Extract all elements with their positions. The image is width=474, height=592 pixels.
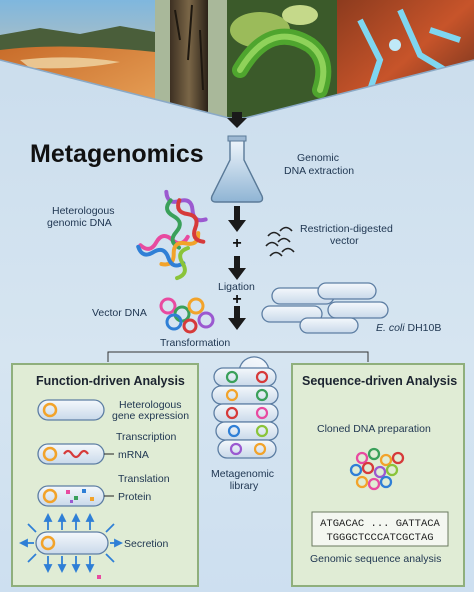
caterpillar-photo [227, 0, 337, 118]
function-panel-title: Function-driven Analysis [36, 374, 185, 388]
transcription-label: Transcription [116, 431, 176, 443]
genomic-dna-extraction-label: Genomic DNA extraction [284, 152, 354, 177]
vector-dna-plasmids-icon [159, 297, 215, 334]
translation-label: Translation [118, 473, 170, 485]
sequence-line-2: TGGGCTCCCATCGCTAG [326, 532, 433, 544]
hot-spring-photo [0, 0, 155, 118]
function-driven-panel: Function-driven Analysis Heterologous ge… [11, 363, 199, 587]
ecoli-cells-icon [261, 282, 389, 334]
sequence-box [311, 511, 449, 547]
secretion-label: Secretion [124, 538, 169, 550]
plus-sign-2: + [232, 291, 241, 308]
heterologous-genomic-dna-label: Heterologous genomic DNA [47, 205, 117, 229]
sequence-driven-panel: Sequence-driven Analysis Cloned DNA prep… [291, 363, 465, 587]
protein-icon [66, 489, 94, 503]
restriction-vector-label: Restriction-digested vector [300, 223, 396, 247]
cut-vector-icon [265, 226, 295, 257]
flow-arrows [227, 112, 247, 330]
arrow-down-4 [228, 306, 246, 330]
cloned-dna-preparation-label: Cloned DNA preparation [317, 423, 431, 435]
transformation-label: Transformation [160, 337, 230, 349]
sequence-line-1: ATGACAC ... GATTACA [320, 518, 440, 530]
tree-bark-photo [155, 0, 227, 118]
page-title: Metagenomics [30, 140, 204, 168]
secretion-arrows-icon [18, 512, 124, 574]
expression-cell-icon [37, 399, 105, 421]
metagenomic-library-icon [211, 356, 279, 459]
protein-label: Protein [118, 491, 151, 503]
plus-sign-1: + [232, 235, 241, 252]
ecoli-label: E. coli DH10B [376, 322, 441, 334]
gene-expression-label: Heterologous gene expression [112, 399, 189, 422]
arrow-down-3 [228, 256, 246, 280]
arrow-down-2 [228, 206, 246, 232]
metagenomic-library-label: Metagenomic library [211, 468, 277, 492]
insect-gut-photo [337, 0, 474, 118]
branch-connector [107, 351, 369, 362]
dna-fragments-icon [136, 189, 208, 281]
flask-icon [210, 135, 264, 203]
mrna-icon [63, 449, 89, 459]
cloned-plasmids-icon [349, 447, 405, 491]
mrna-label: mRNA [118, 449, 149, 461]
sequence-panel-title: Sequence-driven Analysis [302, 374, 457, 388]
arrow-down-1 [227, 112, 247, 128]
vector-dna-label: Vector DNA [92, 307, 147, 319]
genomic-sequence-analysis-label: Genomic sequence analysis [310, 553, 441, 565]
ligation-label: Ligation [218, 281, 255, 293]
secretion-cell-icon [35, 531, 109, 555]
photo-strip [0, 0, 474, 118]
